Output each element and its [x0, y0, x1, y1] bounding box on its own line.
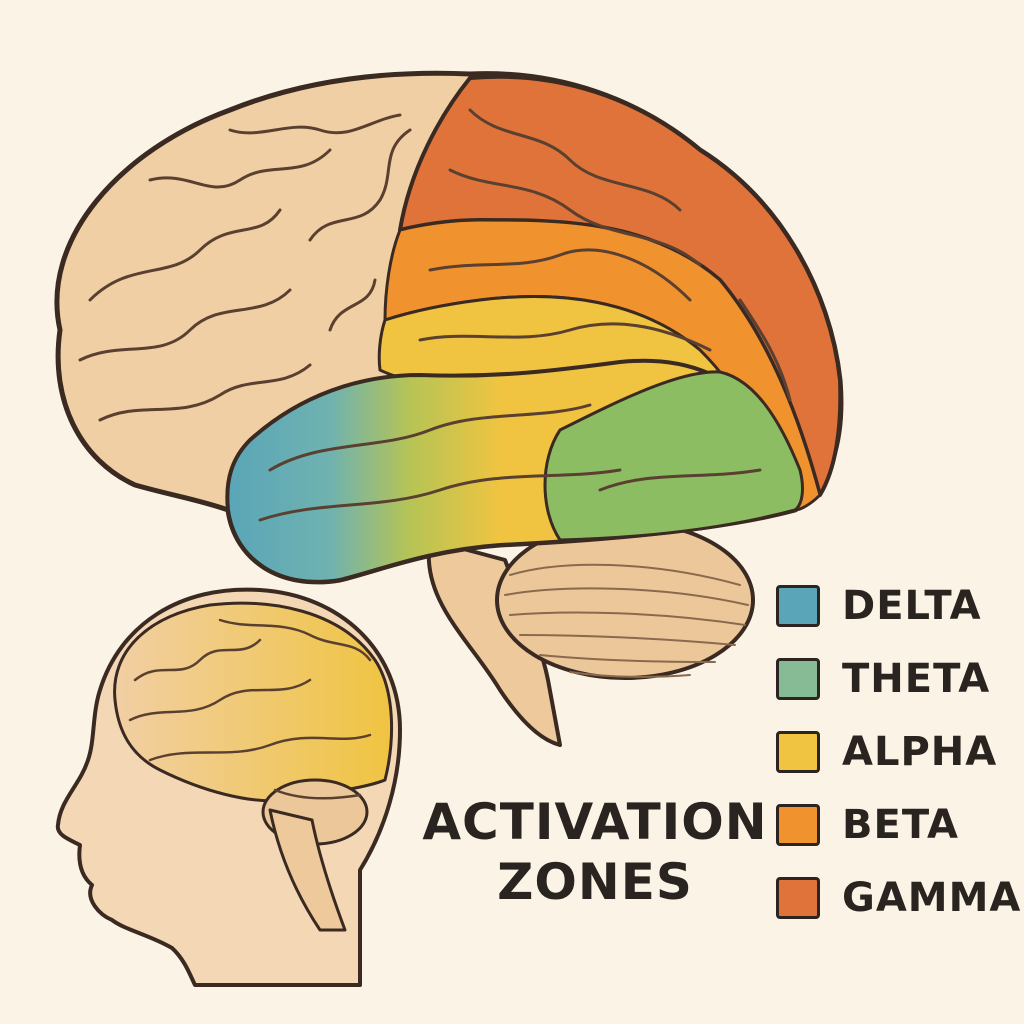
- legend-item-alpha: ALPHA: [776, 728, 1016, 776]
- legend-label-theta: THETA: [842, 656, 991, 702]
- legend-label-alpha: ALPHA: [842, 729, 998, 775]
- legend-swatch-beta: [776, 804, 820, 846]
- legend-item-delta: DELTA: [776, 582, 1016, 630]
- legend-item-theta: THETA: [776, 655, 1016, 703]
- legend-swatch-delta: [776, 585, 820, 627]
- small-brainstem: [268, 808, 347, 932]
- caption-line-1: ACTIVATION: [422, 793, 768, 851]
- legend-swatch-gamma: [776, 877, 820, 919]
- legend-item-beta: BETA: [776, 801, 1016, 849]
- legend: DELTA THETA ALPHA BETA GAMMA: [776, 582, 1020, 947]
- small-brain: [113, 601, 394, 803]
- legend-swatch-alpha: [776, 731, 820, 773]
- theta-region: [543, 370, 804, 542]
- legend-item-gamma: GAMMA: [776, 874, 1020, 922]
- legend-label-gamma: GAMMA: [842, 875, 1022, 921]
- large-brain: [54, 70, 844, 747]
- diagram-caption: ACTIVATION ZONES: [420, 792, 770, 912]
- legend-swatch-theta: [776, 658, 820, 700]
- legend-label-beta: BETA: [842, 802, 959, 848]
- legend-label-delta: DELTA: [842, 583, 982, 629]
- small-head-profile: [55, 587, 402, 987]
- caption-line-2: ZONES: [497, 853, 693, 911]
